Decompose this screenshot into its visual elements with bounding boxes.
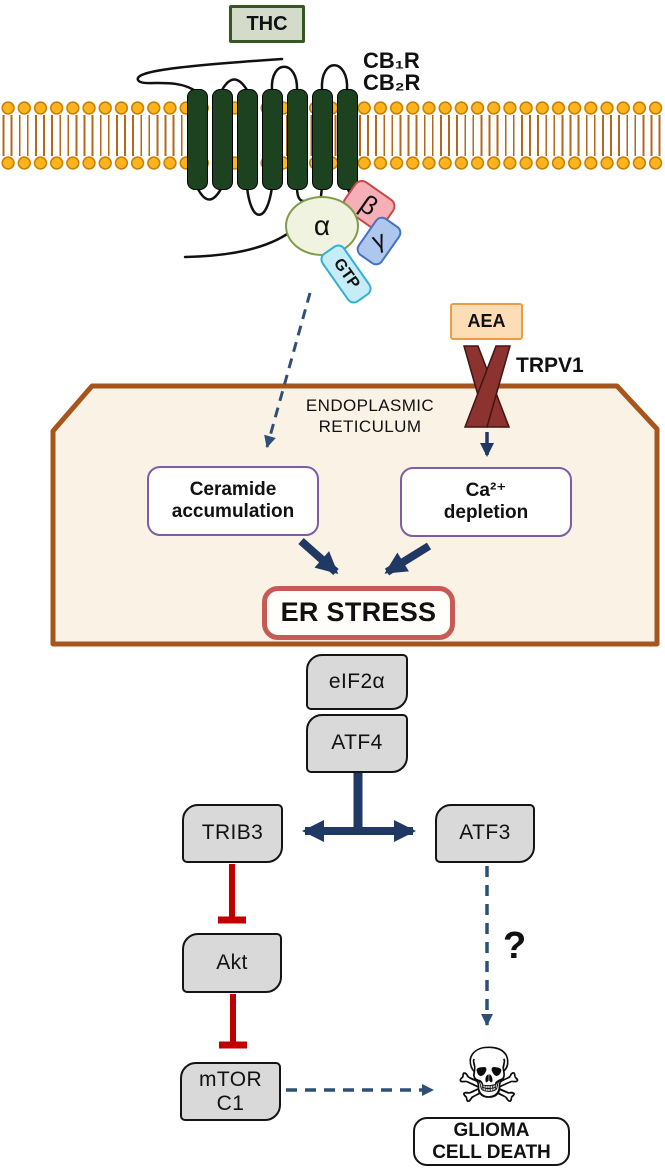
inhibition-trib3-akt [218, 864, 246, 924]
mtorc1-box: mTOR C1 [180, 1062, 281, 1121]
inhibition-akt-mtorc1 [219, 994, 247, 1049]
er-name-line1: ENDOPLASMIC [305, 396, 435, 415]
cb1r-label: CB₁R [363, 48, 420, 73]
atf3-label: ATF3 [459, 821, 511, 845]
tm-helix-7 [337, 89, 358, 190]
er-stress-label: ER STRESS [280, 597, 437, 628]
glioma-line2: CELL DEATH [432, 1141, 551, 1163]
ceramide-line2: accumulation [171, 501, 295, 522]
cb2r-label: CB₂R [363, 70, 421, 95]
trib3-label: TRIB3 [201, 821, 264, 845]
g-protein-alpha: α [285, 196, 359, 256]
akt-label: Akt [216, 950, 248, 974]
thc-label: THC [246, 12, 288, 35]
arrow-gpcr-to-ceramide [264, 292, 312, 448]
thc-ligand-box: THC [229, 5, 305, 43]
atf4-label: ATF4 [331, 731, 383, 755]
calcium-depletion-box: Ca²⁺ depletion [400, 467, 572, 537]
er-name-line2: RETICULUM [318, 417, 422, 437]
aea-ligand-box: AEA [450, 303, 523, 340]
calcium-line1: Ca²⁺ [465, 480, 507, 502]
glioma-cell-death-box: GLIOMA CELL DEATH [413, 1117, 570, 1166]
ceramide-line1: Ceramide [189, 479, 277, 501]
atf3-box: ATF3 [435, 804, 535, 863]
tm-helix-1 [187, 89, 208, 190]
gamma-label: γ [368, 225, 390, 256]
question-mark: ? [503, 925, 527, 967]
tm-helix-5 [287, 89, 308, 190]
tm-helix-2 [212, 89, 233, 190]
ceramide-accumulation-box: Ceramide accumulation [147, 466, 319, 536]
tm-helix-6 [312, 89, 333, 190]
cb-receptor-labels: CB₁R CB₂R [363, 50, 420, 94]
mtorc1-line2: C1 [216, 1091, 245, 1115]
akt-box: Akt [182, 933, 282, 993]
tm-helix-4 [262, 89, 283, 190]
aea-label: AEA [467, 311, 506, 332]
eif2a-box: eIF2α [306, 654, 408, 710]
arrow-ceramide-to-er-stress [298, 538, 339, 575]
trib3-box: TRIB3 [182, 804, 283, 863]
atf4-box: ATF4 [306, 714, 408, 773]
eif2a-label: eIF2α [328, 669, 386, 693]
tm-helix-3 [237, 89, 258, 190]
er-stress-box: ER STRESS [262, 586, 455, 640]
alpha-label: α [313, 210, 331, 241]
trpv1-channel-icon [463, 345, 511, 428]
mtorc1-line1: mTOR [198, 1068, 263, 1092]
skull-crossbones-icon: ☠ [454, 1031, 524, 1120]
endoplasmic-reticulum-shape [50, 383, 660, 647]
glioma-line1: GLIOMA [453, 1119, 530, 1141]
trpv1-label: TRPV1 [516, 354, 584, 377]
calcium-line2: depletion [443, 502, 529, 523]
arrow-calcium-to-er-stress [384, 542, 432, 576]
er-name: ENDOPLASMIC RETICULUM [280, 395, 460, 438]
